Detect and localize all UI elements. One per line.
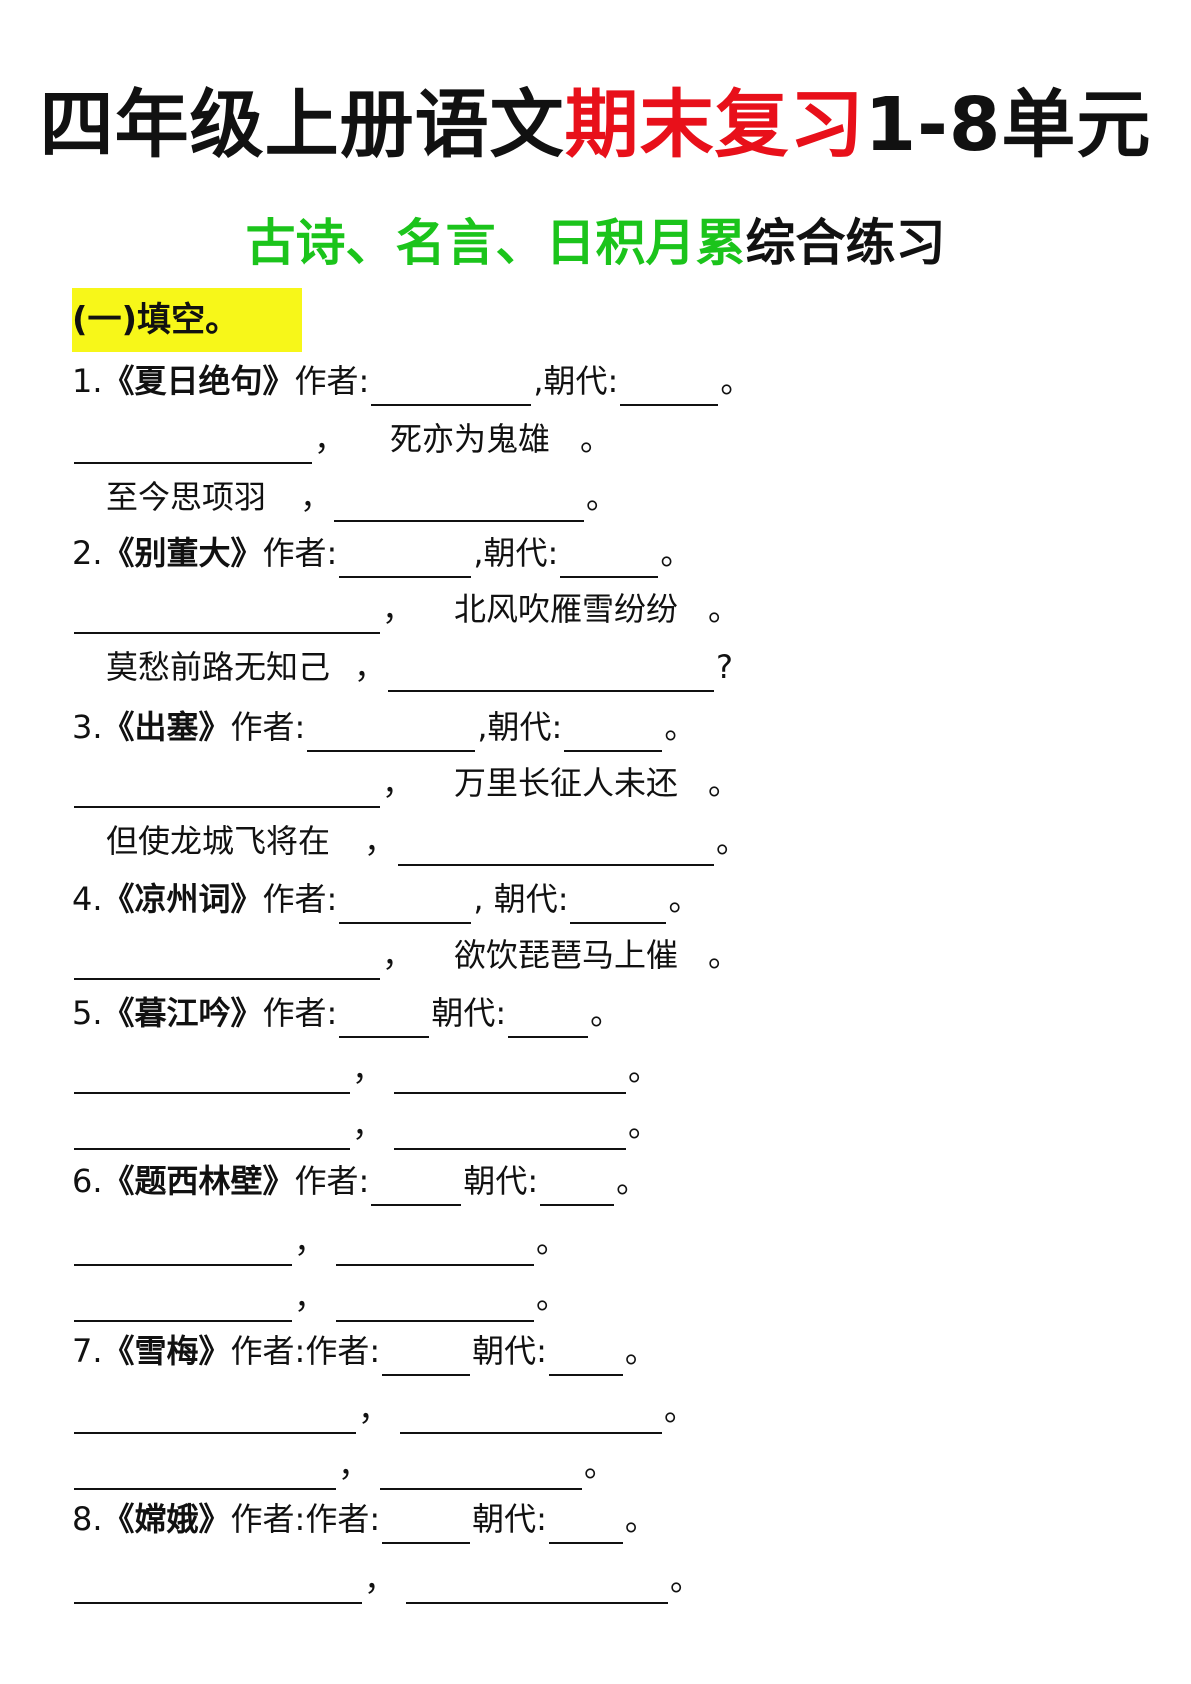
title-part-units: 1-8单元 bbox=[864, 82, 1152, 168]
question-1-line-1: ，死亦为鬼雄。 bbox=[72, 414, 612, 464]
page-title: 四年级上册语文期末复习1-8单元 bbox=[0, 88, 1191, 162]
title-part-black: 四年级上册语文 bbox=[39, 82, 565, 168]
answer-blank[interactable] bbox=[334, 484, 585, 522]
subtitle-part-green: 古诗、名言、日积月累 bbox=[245, 214, 746, 272]
poem-line: 欲饮琵琶马上催 bbox=[454, 936, 679, 974]
page-subtitle: 古诗、名言、日积月累综合练习 bbox=[0, 218, 1191, 268]
poem-title: 《别董大》 bbox=[102, 534, 263, 572]
answer-blank[interactable] bbox=[74, 1566, 362, 1604]
poem-line: 万里长征人未还 bbox=[454, 764, 679, 802]
poem-title: 《凉州词》 bbox=[102, 880, 263, 918]
poem-line: 死亦为鬼雄 bbox=[390, 420, 551, 458]
poem-line: 但使龙城飞将在 bbox=[106, 822, 331, 860]
answer-blank[interactable] bbox=[74, 1284, 292, 1322]
answer-blank[interactable] bbox=[74, 770, 380, 808]
answer-blank[interactable] bbox=[74, 426, 312, 464]
poem-line: 至今思项羽 bbox=[106, 478, 267, 516]
dynasty-blank[interactable] bbox=[508, 1000, 589, 1038]
question-3-line-1: ，万里长征人未还。 bbox=[72, 758, 740, 808]
answer-blank[interactable] bbox=[74, 1228, 292, 1266]
author-blank[interactable] bbox=[307, 714, 476, 752]
question-4-header: 4.《凉州词》作者:, 朝代:。 bbox=[72, 874, 701, 924]
question-2-line-1: ，北风吹雁雪纷纷。 bbox=[72, 584, 740, 634]
poem-title: 《出塞》 bbox=[102, 708, 231, 746]
poem-line: 莫愁前路无知己 bbox=[106, 648, 331, 686]
poem-title: 《嫦娥》 bbox=[102, 1500, 231, 1538]
answer-blank[interactable] bbox=[74, 942, 380, 980]
question-7-line-2: ，。 bbox=[72, 1440, 616, 1490]
question-3-line-2: 但使龙城飞将在，。 bbox=[72, 816, 748, 866]
question-2-line-2: 莫愁前路无知己，? bbox=[72, 642, 733, 692]
answer-blank[interactable] bbox=[394, 1112, 627, 1150]
answer-blank[interactable] bbox=[74, 1452, 336, 1490]
question-2-header: 2.《别董大》作者:,朝代:。 bbox=[72, 528, 692, 578]
dynasty-blank[interactable] bbox=[620, 368, 719, 406]
question-1-header: 1.《夏日绝句》作者:,朝代:。 bbox=[72, 356, 752, 406]
answer-blank[interactable] bbox=[336, 1228, 535, 1266]
question-6-line-1: ，。 bbox=[72, 1216, 568, 1266]
author-blank[interactable] bbox=[339, 540, 472, 578]
question-6-header: 6.《题西林壁》作者:朝代:。 bbox=[72, 1156, 648, 1206]
dynasty-blank[interactable] bbox=[540, 1168, 615, 1206]
author-blank[interactable] bbox=[339, 886, 472, 924]
answer-blank[interactable] bbox=[74, 596, 380, 634]
poem-title: 《题西林壁》 bbox=[102, 1162, 295, 1200]
question-5-line-2: ，。 bbox=[72, 1100, 660, 1150]
dynasty-blank[interactable] bbox=[564, 714, 663, 752]
poem-line: 北风吹雁雪纷纷 bbox=[454, 590, 679, 628]
question-5-header: 5.《暮江吟》作者:朝代:。 bbox=[72, 988, 622, 1038]
question-7-header: 7.《雪梅》作者:作者:朝代:。 bbox=[72, 1326, 657, 1376]
question-3-header: 3.《出塞》作者:,朝代:。 bbox=[72, 702, 696, 752]
answer-blank[interactable] bbox=[400, 1396, 663, 1434]
author-blank[interactable] bbox=[371, 1168, 462, 1206]
section-heading: (一)填空。 bbox=[72, 288, 302, 352]
question-1-line-2: 至今思项羽，。 bbox=[72, 472, 618, 522]
author-blank[interactable] bbox=[382, 1506, 471, 1544]
question-8-header: 8.《嫦娥》作者:作者:朝代:。 bbox=[72, 1494, 657, 1544]
author-blank[interactable] bbox=[382, 1338, 471, 1376]
answer-blank[interactable] bbox=[388, 654, 715, 692]
poem-title: 《雪梅》 bbox=[102, 1332, 231, 1370]
question-5-line-1: ，。 bbox=[72, 1044, 660, 1094]
question-4-line-1: ，欲饮琵琶马上催。 bbox=[72, 930, 740, 980]
author-blank[interactable] bbox=[339, 1000, 430, 1038]
author-blank[interactable] bbox=[371, 368, 532, 406]
dynasty-blank[interactable] bbox=[570, 886, 667, 924]
dynasty-blank[interactable] bbox=[548, 1506, 623, 1544]
poem-title: 《暮江吟》 bbox=[102, 994, 263, 1032]
title-part-red: 期末复习 bbox=[564, 82, 865, 168]
dynasty-blank[interactable] bbox=[560, 540, 659, 578]
answer-blank[interactable] bbox=[380, 1452, 583, 1490]
answer-blank[interactable] bbox=[74, 1112, 350, 1150]
answer-blank[interactable] bbox=[336, 1284, 535, 1322]
answer-blank[interactable] bbox=[394, 1056, 627, 1094]
answer-blank[interactable] bbox=[74, 1396, 356, 1434]
dynasty-blank[interactable] bbox=[548, 1338, 623, 1376]
answer-blank[interactable] bbox=[406, 1566, 669, 1604]
poem-title: 《夏日绝句》 bbox=[102, 362, 295, 400]
question-8-line-1: ，。 bbox=[72, 1554, 702, 1604]
question-6-line-2: ，。 bbox=[72, 1272, 568, 1322]
answer-blank[interactable] bbox=[398, 828, 715, 866]
subtitle-part-black: 综合练习 bbox=[745, 214, 946, 272]
answer-blank[interactable] bbox=[74, 1056, 350, 1094]
question-7-line-1: ，。 bbox=[72, 1384, 696, 1434]
